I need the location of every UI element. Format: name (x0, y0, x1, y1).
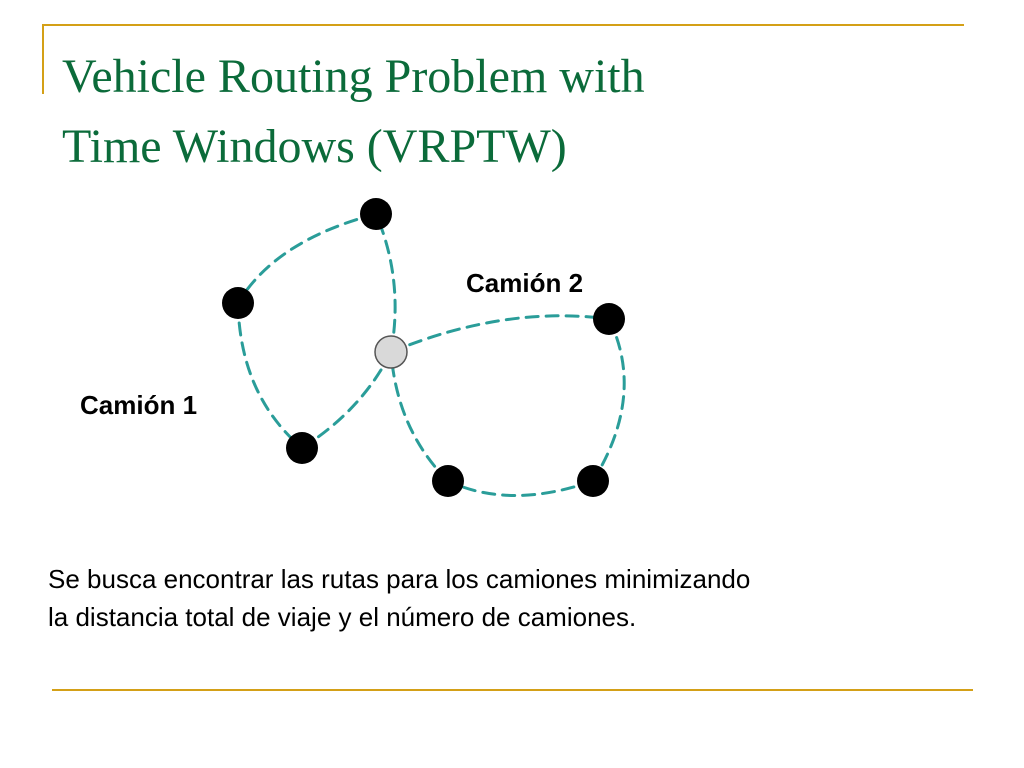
customer-node (432, 465, 464, 497)
route1-label: Camión 1 (80, 390, 197, 420)
slide-title: Vehicle Routing Problem with Time Window… (62, 42, 962, 182)
customer-node (593, 303, 625, 335)
caption-line-1: Se busca encontrar las rutas para los ca… (48, 564, 751, 594)
route2-edge-depot-right (389, 314, 611, 354)
left-rule (42, 24, 44, 94)
route1-edge-depot-top (374, 212, 397, 354)
customer-node (360, 198, 392, 230)
route1-edge-bottom-depot (300, 350, 393, 450)
route1-edge-top-left (236, 212, 378, 305)
customer-node (577, 465, 609, 497)
route2-edge-lowerleft-depot (389, 350, 450, 483)
depot-node (374, 335, 408, 369)
route1-edge-left-bottom (236, 301, 304, 450)
title-line-1: Vehicle Routing Problem with (62, 50, 645, 103)
route2-label: Camión 2 (466, 268, 583, 298)
route2-edge-right-lowerright (591, 317, 626, 483)
route2-edge-lowerright-lowerleft (446, 479, 595, 497)
customer-node (222, 287, 254, 319)
slide-caption: Se busca encontrar las rutas para los ca… (48, 560, 998, 636)
customer-node (286, 432, 318, 464)
top-rule (42, 24, 964, 26)
title-line-2: Time Windows (VRPTW) (62, 120, 567, 173)
bottom-rule (52, 689, 973, 691)
caption-line-2: la distancia total de viaje y el número … (48, 602, 637, 632)
